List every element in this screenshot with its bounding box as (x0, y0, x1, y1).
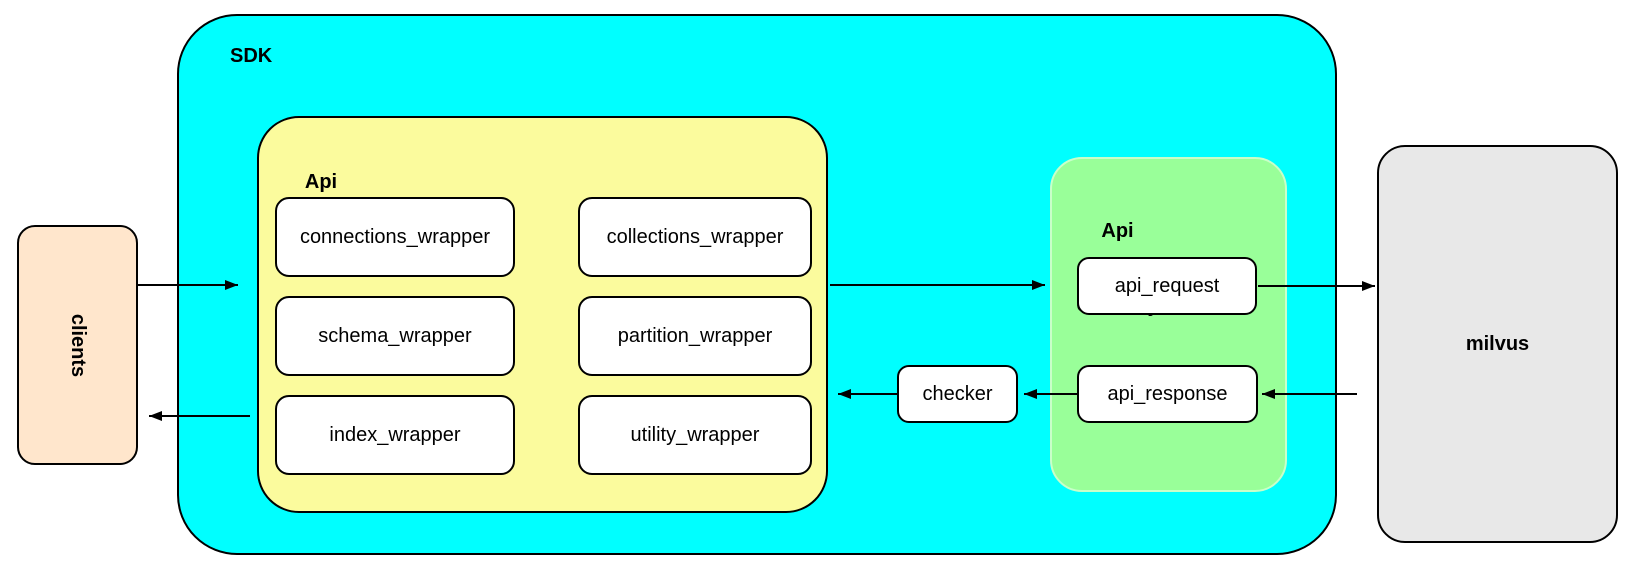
api-gateway-container (1050, 157, 1287, 492)
api-request-node: api_request (1077, 257, 1257, 315)
index-wrapper-node: index_wrapper (275, 395, 515, 475)
milvus-node: milvus (1377, 145, 1618, 543)
sdk-label: SDK (230, 45, 273, 67)
schema-wrapper-node: schema_wrapper (275, 296, 515, 376)
connections-wrapper-node: connections_wrapper (275, 197, 515, 277)
checker-node: checker (897, 365, 1018, 423)
api-response-node: api_response (1077, 365, 1258, 423)
collections-wrapper-node: collections_wrapper (578, 197, 812, 277)
partition-wrapper-node: partition_wrapper (578, 296, 812, 376)
api-wrapper-label-line1: Api (304, 171, 338, 193)
clients-label: clients (66, 313, 89, 377)
milvus-label: milvus (1465, 332, 1530, 355)
api-gateway-label-line1: Api (1101, 220, 1134, 242)
clients-node: clients (17, 225, 138, 465)
utility-wrapper-node: utility_wrapper (578, 395, 812, 475)
